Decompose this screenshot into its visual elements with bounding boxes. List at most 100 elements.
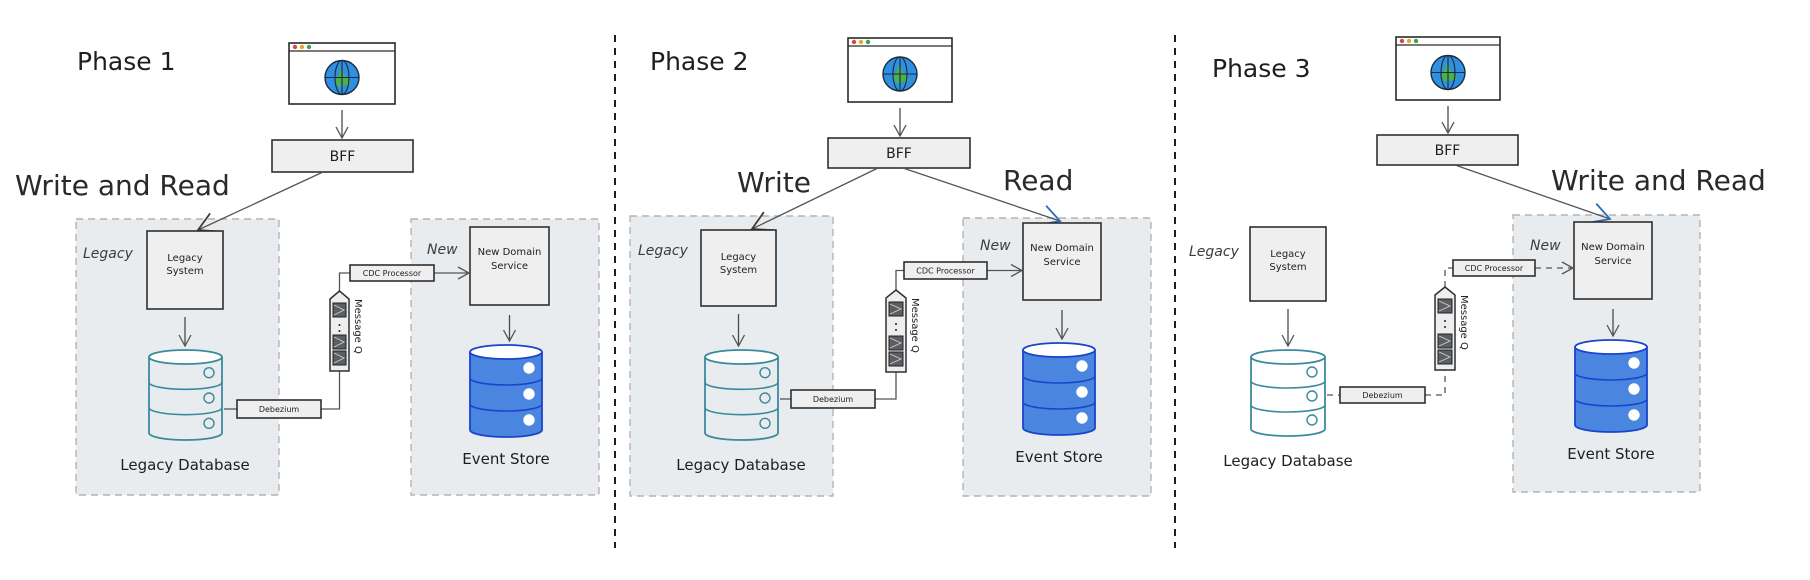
db-indicator-icon [523,362,535,374]
envelope-flap [1438,335,1452,347]
legacy-system-box [146,230,224,310]
db-indicator-icon [1306,390,1318,402]
debezium-node: Debezium [790,389,876,409]
db-segment-line [1574,372,1648,381]
db-indicator-icon [1628,383,1640,395]
new-domain-service-label: New Domain [1581,242,1645,253]
new-domain-service-label: Service [1044,257,1081,268]
browser-window-icon [847,37,953,103]
debezium-to-queue-connector [1425,370,1446,396]
message-queue-label: Message Q [1458,295,1469,350]
message-queue-icon [1434,286,1456,371]
cdc-processor-node: CDC Processor [1452,259,1536,277]
db-top [469,344,543,360]
route-arrow-new-domain-service [902,167,1062,226]
db-segment-line [704,407,779,416]
cdc-processor-node: CDC Processor [349,264,435,282]
db-indicator-icon [1076,360,1088,372]
browser-window-icon [1395,36,1501,101]
new-domain-service-box [1573,221,1653,300]
db-segment-line [1250,404,1326,413]
queue-to-cdc-connector [338,272,350,291]
message-queue-icon [885,289,907,373]
window-dot-icon [1406,38,1412,44]
db-top [1250,349,1326,365]
envelope-flap [333,304,346,316]
new-domain-service-label: Service [491,261,528,272]
route-arrow-new-domain-service [1454,164,1612,224]
route-label: Write and Read [1551,164,1766,197]
debezium-node: Debezium [236,399,322,419]
db-indicator-icon [523,414,535,426]
db-body [469,352,543,438]
legacy-system-label: System [166,266,203,277]
queue-to-cdc-connector [895,269,904,290]
phase-title: Phase 2 [650,47,749,76]
route-label: Write and Read [15,169,230,202]
window-dot-icon [858,39,864,45]
cdc-processor-node: CDC Processor [903,261,988,280]
db-indicator-icon [1306,366,1318,378]
event-store-label: Event Store [462,450,549,468]
db-segment-line [704,382,779,391]
new-domain-service-label: New Domain [1030,243,1094,254]
db-indicator-icon [759,417,771,430]
db-indicator-icon [203,417,215,430]
route-arrow-legacy-system [750,167,879,232]
legacy-zone-label: Legacy [1189,244,1240,260]
bff-node: BFF [827,137,971,169]
legacy-system-box [1249,226,1327,302]
window-dot-icon [1413,38,1419,44]
db-body [1022,350,1096,436]
cdc-processor-box [1452,259,1536,277]
db-indicator-icon [1076,412,1088,424]
message-queue-label: Message Q [909,298,920,353]
db-indicator-icon [759,392,771,404]
queue-ellipsis [338,324,341,326]
bff-node: BFF [1376,134,1519,166]
debezium-label: Debezium [259,405,300,414]
db-segment-line [148,407,223,416]
queue-ellipsis [1444,326,1446,328]
cdc-processor-box [903,261,988,280]
legacy-database-label: Legacy Database [676,456,806,474]
db-segment-line [1022,401,1096,410]
legacy-system-label: System [1269,262,1306,273]
queue-ellipsis [338,330,341,332]
debezium-to-queue-connector [321,371,341,410]
globe-land [893,62,909,84]
db-indicator-icon [1076,386,1088,398]
new-zone-label: New [427,242,458,258]
bff-label: BFF [1435,143,1461,159]
window-dot-icon [865,39,871,45]
route-label: Read [1003,164,1073,197]
db-segment-line [1250,380,1326,389]
message-queue-label: Message Q [352,299,363,354]
debezium-box [1339,386,1426,404]
envelope-flap [889,353,903,365]
envelope-flap [889,303,903,315]
browser-window-icon [288,42,396,105]
message-queue-icon [329,290,350,372]
new-domain-service-label: Service [1595,256,1632,267]
phase-title: Phase 3 [1212,54,1311,83]
globe-icon [324,59,360,96]
envelope-flap [1438,300,1452,312]
legacy-system-box [700,229,777,307]
legacy-zone-label: Legacy [83,246,134,262]
event-store-label: Event Store [1015,448,1102,466]
cdc-processor-label: CDC Processor [916,267,975,276]
window-dot-icon [299,44,305,50]
window-dot-icon [851,39,857,45]
queue-to-cdc-connector [1444,267,1453,287]
debezium-to-queue-connector [875,372,897,400]
envelope-flap [889,337,903,349]
new-zone-label: New [1530,238,1561,254]
legacy-database-icon [704,349,779,441]
bff-label: BFF [886,146,912,162]
event-store-icon [1022,342,1096,436]
legacy-system-label: System [720,265,757,276]
debezium-label: Debezium [813,395,854,404]
